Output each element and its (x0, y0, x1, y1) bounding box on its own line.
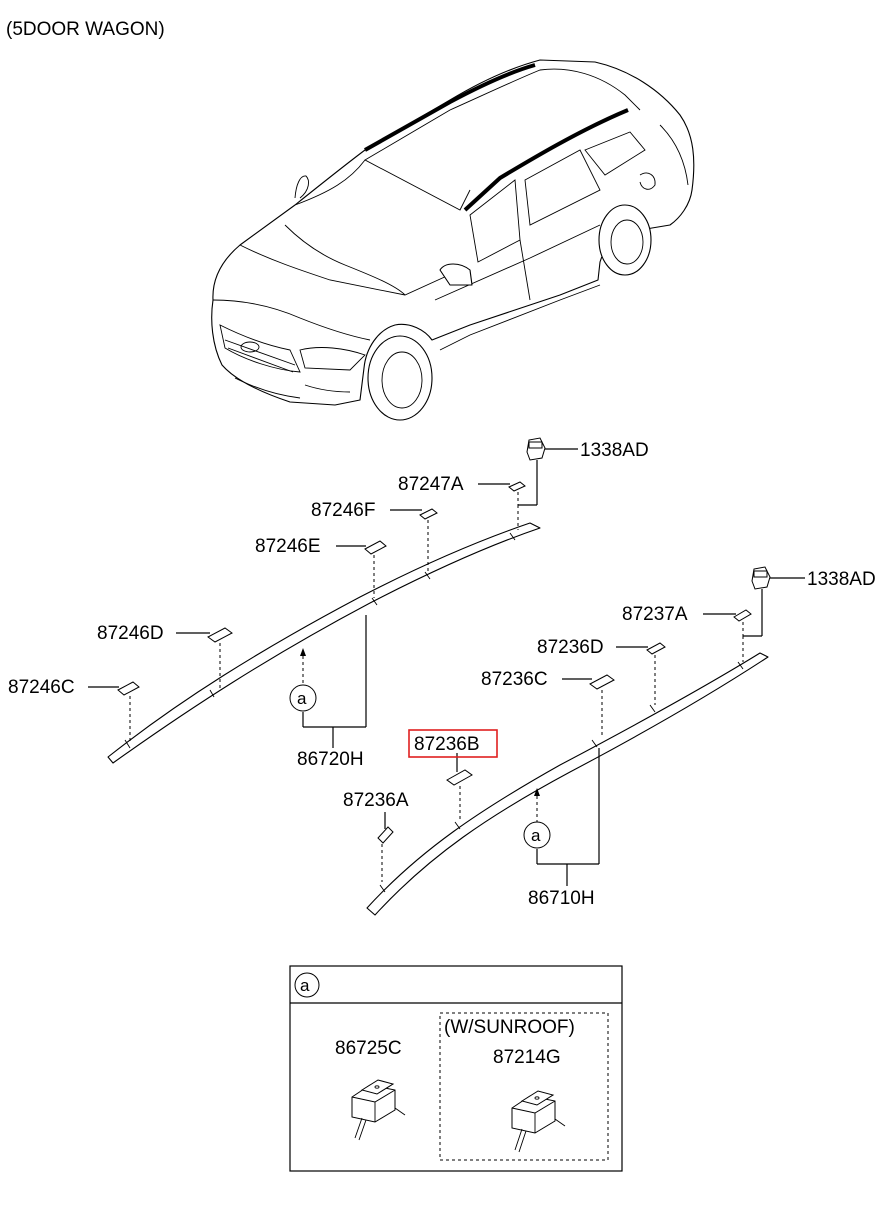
detail-box (289, 965, 623, 1172)
detail-ref-a: a (300, 976, 310, 995)
label-87236b: 87236B (414, 734, 480, 755)
right-roof-rail (366, 652, 769, 916)
label-86720h: 86720H (297, 749, 364, 770)
ref-circle-a-left: a (297, 689, 307, 708)
label-87247a: 87247A (398, 474, 464, 495)
label-w-sunroof: (W/SUNROOF) (444, 1017, 575, 1038)
label-87236d: 87236D (537, 637, 604, 658)
label-87246e: 87246E (255, 536, 321, 557)
label-86725c: 86725C (335, 1038, 402, 1059)
left-rail-clips (88, 437, 578, 748)
label-1338ad-right: 1338AD (807, 569, 876, 590)
clip-icon (351, 1079, 406, 1141)
nut-icon (751, 566, 771, 590)
right-rail-clips (377, 566, 805, 886)
ref-circle-a-right: a (531, 826, 541, 845)
label-86710h: 86710H (528, 888, 595, 909)
label-87237a: 87237A (622, 604, 688, 625)
highlight-box (408, 729, 498, 758)
label-1338ad-left: 1338AD (580, 440, 649, 461)
diagram-title: (5DOOR WAGON) (6, 19, 165, 40)
clip-icon (511, 1090, 566, 1153)
label-87246d: 87246D (97, 623, 164, 644)
nut-icon (526, 437, 546, 461)
label-87214g: 87214G (493, 1047, 561, 1068)
car-illustration (211, 59, 695, 421)
left-roof-rail (107, 522, 541, 764)
label-87236c: 87236C (481, 669, 548, 690)
label-87236a: 87236A (343, 790, 409, 811)
label-87246c: 87246C (8, 677, 75, 698)
label-87246f: 87246F (311, 500, 375, 521)
